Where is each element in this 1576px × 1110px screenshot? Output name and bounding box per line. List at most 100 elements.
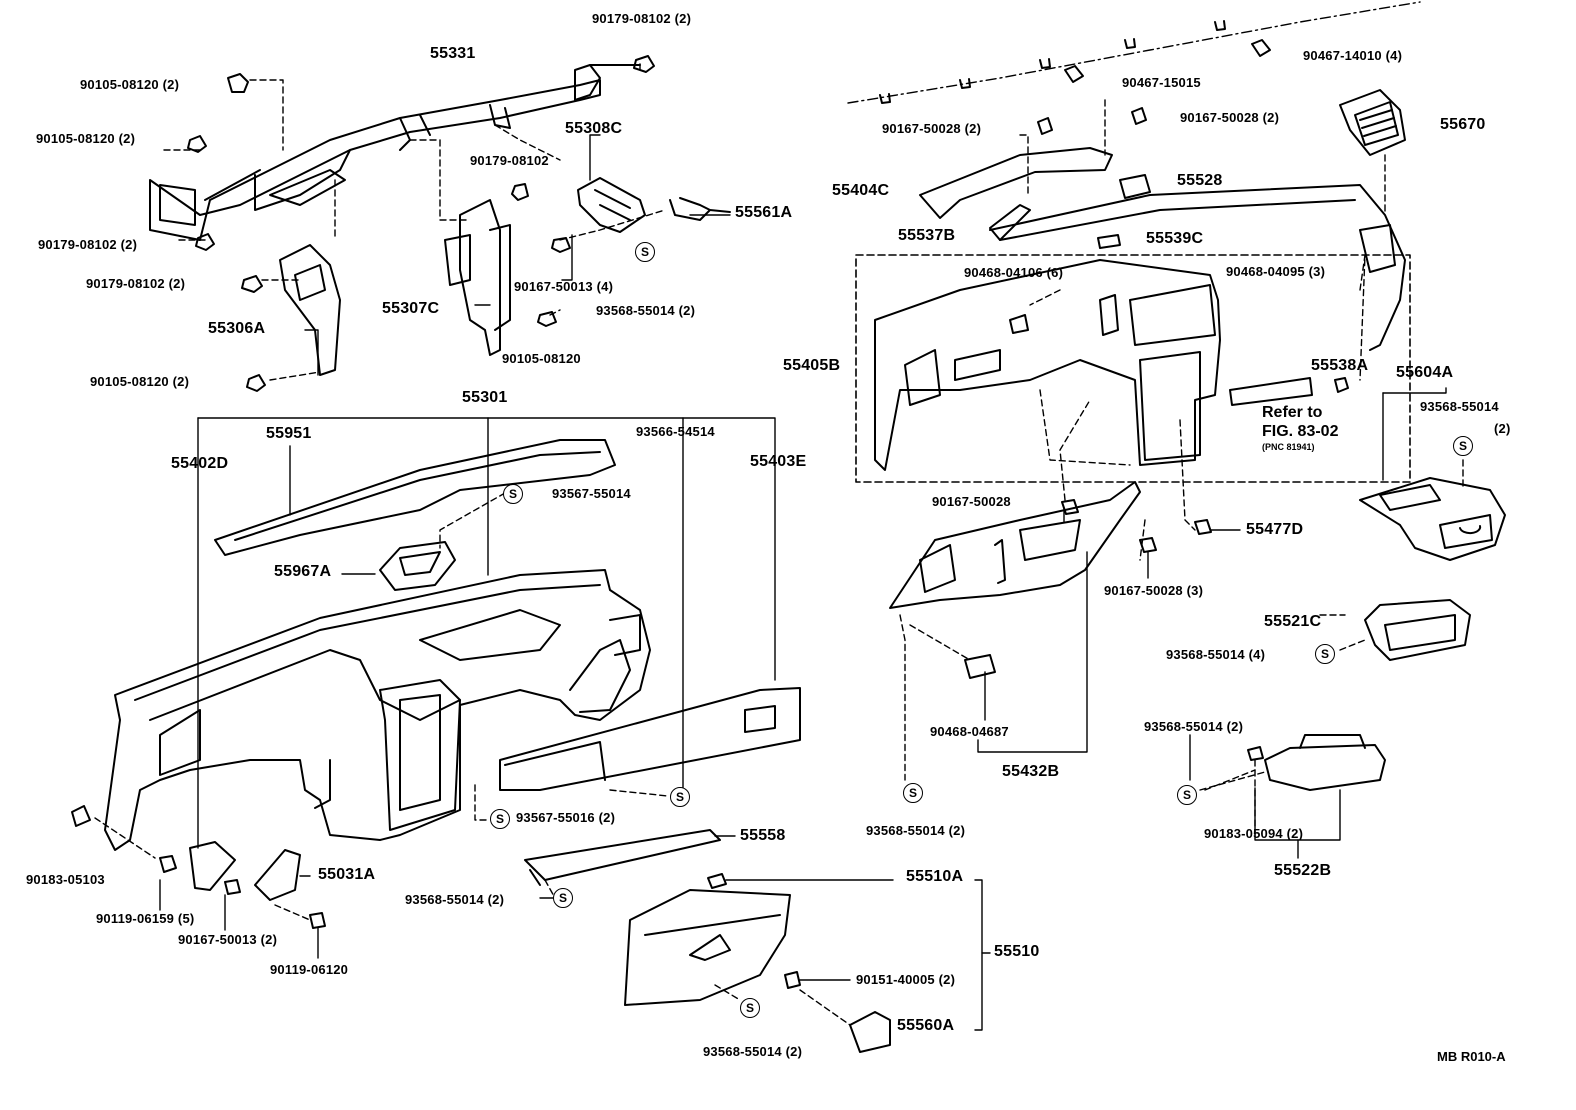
part-label-93568-55014-2-a: 93568-55014 (2)	[596, 303, 696, 318]
part-label-90468-04106-6: 90468-04106 (6)	[964, 265, 1064, 280]
dashed-leaders-far-right	[1199, 459, 1464, 791]
reinforcement-bar-55331	[149, 64, 641, 241]
part-label-55537B: 55537B	[898, 227, 956, 244]
small-parts-left-bottom	[71, 805, 721, 929]
part-label-93568-55014-4: 93568-55014 (4)	[1166, 647, 1266, 662]
reference-note-line2: FIG. 83-02	[1262, 423, 1339, 440]
s-symbol-icon: S	[740, 998, 760, 1018]
leader-lines-far-right	[1189, 387, 1447, 859]
part-label-93567-55016-2: 93567-55016 (2)	[516, 810, 616, 825]
part-label-93568-55014-2-d: 93568-55014 (2)	[1144, 719, 1244, 734]
part-label-90179-08102-2-c: 90179-08102 (2)	[38, 237, 138, 252]
part-label-93566-54514: 93566-54514	[636, 424, 715, 439]
part-label-90167-50028-2-a: 90167-50028 (2)	[882, 121, 982, 136]
s-symbol-icon: S	[670, 787, 690, 807]
lower-panel-55432B	[889, 481, 1212, 679]
part-label-93567-55014: 93567-55014	[552, 486, 631, 501]
part-label-55404C: 55404C	[832, 182, 890, 199]
bracket-55306A	[279, 244, 341, 376]
pad-55951	[214, 439, 616, 556]
s-symbol-icon: S	[1453, 436, 1473, 456]
part-label-90119-06159-5: 90119-06159 (5)	[96, 911, 195, 926]
part-label-55306A: 55306A	[208, 320, 266, 337]
part-label-55331: 55331	[430, 45, 476, 62]
leader-lines-right-lower	[977, 507, 1241, 753]
leader-lines-glove-box	[725, 879, 991, 1031]
s-symbol-icon: S	[503, 484, 523, 504]
bolts-top-left	[187, 55, 655, 392]
part-label-90167-50028-2-b: 90167-50028 (2)	[1180, 110, 1280, 125]
part-label-55477D: 55477D	[1246, 521, 1304, 538]
s-symbol-icon: S	[490, 809, 510, 829]
bracket-55522B	[1247, 734, 1386, 791]
windshield-clips	[879, 20, 1271, 135]
ash-tray-55604A	[1359, 477, 1506, 561]
reference-note-line3: (PNC 81941)	[1262, 442, 1315, 452]
part-label-90179-08102-mid: 90179-08102	[470, 153, 549, 168]
s-symbol-icon: S	[1177, 785, 1197, 805]
part-label-90105-08120-2-a: 90105-08120 (2)	[80, 77, 180, 92]
windshield-edge	[847, 1, 1421, 104]
part-label-55301: 55301	[462, 389, 508, 406]
brace-55307C	[444, 199, 511, 356]
part-label-90105-08120-2-b: 90105-08120 (2)	[36, 131, 136, 146]
part-label-55405B: 55405B	[783, 357, 841, 374]
part-label-93568-55014-2-e: 93568-55014 (2)	[866, 823, 966, 838]
part-label-90119-06120: 90119-06120	[270, 962, 349, 977]
part-label-55510A: 55510A	[906, 868, 964, 885]
part-label-90167-50013-4: 90167-50013 (4)	[514, 279, 614, 294]
part-label-93568-55014-r-qty: (2)	[1494, 421, 1511, 436]
leader-lines-left-middle	[197, 134, 776, 849]
part-label-90167-50028-3: 90167-50028 (3)	[1104, 583, 1204, 598]
part-label-55403E: 55403E	[750, 453, 807, 470]
part-label-55522B: 55522B	[1274, 862, 1332, 879]
part-label-55521C: 55521C	[1264, 613, 1322, 630]
part-label-93568-55014-2-c: 93568-55014 (2)	[703, 1044, 803, 1059]
part-label-55558: 55558	[740, 827, 786, 844]
part-label-55031A: 55031A	[318, 866, 376, 883]
vent-55967A	[379, 541, 456, 591]
s-symbol-icon: S	[553, 888, 573, 908]
part-label-90468-04095-3: 90468-04095 (3)	[1226, 264, 1326, 279]
cluster-finish-panel-55405B	[874, 259, 1349, 471]
part-label-90105-08120-2-e: 90105-08120 (2)	[90, 374, 190, 389]
part-label-90467-14010-4: 90467-14010 (4)	[1303, 48, 1403, 63]
part-label-90167-50028: 90167-50028	[932, 494, 1011, 509]
part-label-55528: 55528	[1177, 172, 1223, 189]
vent-55670	[1339, 89, 1406, 156]
dashed-leaders-left-middle	[94, 492, 669, 921]
part-label-55402D: 55402D	[171, 455, 229, 472]
part-label-90183-05094-2: 90183-05094 (2)	[1204, 826, 1304, 841]
s-symbol-icon: S	[1315, 644, 1335, 664]
bracket-55308C	[577, 177, 646, 233]
part-label-90468-04687: 90468-04687	[930, 724, 1009, 739]
part-label-55670: 55670	[1440, 116, 1486, 133]
part-label-90183-05103: 90183-05103	[26, 872, 105, 887]
cluster-box-dashed	[855, 254, 1411, 483]
part-label-90179-08102-2-top: 90179-08102 (2)	[592, 11, 692, 26]
pocket-55521C	[1364, 599, 1471, 661]
lower-panel-55403E	[499, 687, 801, 791]
part-label-55967A: 55967A	[274, 563, 332, 580]
defroster-55404C	[919, 147, 1113, 241]
s-symbol-icon: S	[635, 242, 655, 262]
part-label-55539C: 55539C	[1146, 230, 1204, 247]
bracket-55561A	[669, 197, 731, 221]
part-label-55604A: 55604A	[1396, 364, 1454, 381]
part-label-55951: 55951	[266, 425, 312, 442]
instrument-panel-55301	[104, 569, 651, 851]
part-label-55560A: 55560A	[897, 1017, 955, 1034]
glove-box-55510	[624, 873, 891, 1053]
part-label-55307C: 55307C	[382, 300, 440, 317]
part-label-93568-55014-r: 93568-55014	[1420, 399, 1499, 414]
part-label-55308C: 55308C	[565, 120, 623, 137]
dash-outline-right	[989, 174, 1406, 351]
part-label-90167-50013-2: 90167-50013 (2)	[178, 932, 278, 947]
part-label-90467-15015: 90467-15015	[1122, 75, 1201, 90]
part-label-90105-08120: 90105-08120	[502, 351, 581, 366]
part-label-55432B: 55432B	[1002, 763, 1060, 780]
part-label-55538A: 55538A	[1311, 357, 1369, 374]
part-label-55510: 55510	[994, 943, 1040, 960]
